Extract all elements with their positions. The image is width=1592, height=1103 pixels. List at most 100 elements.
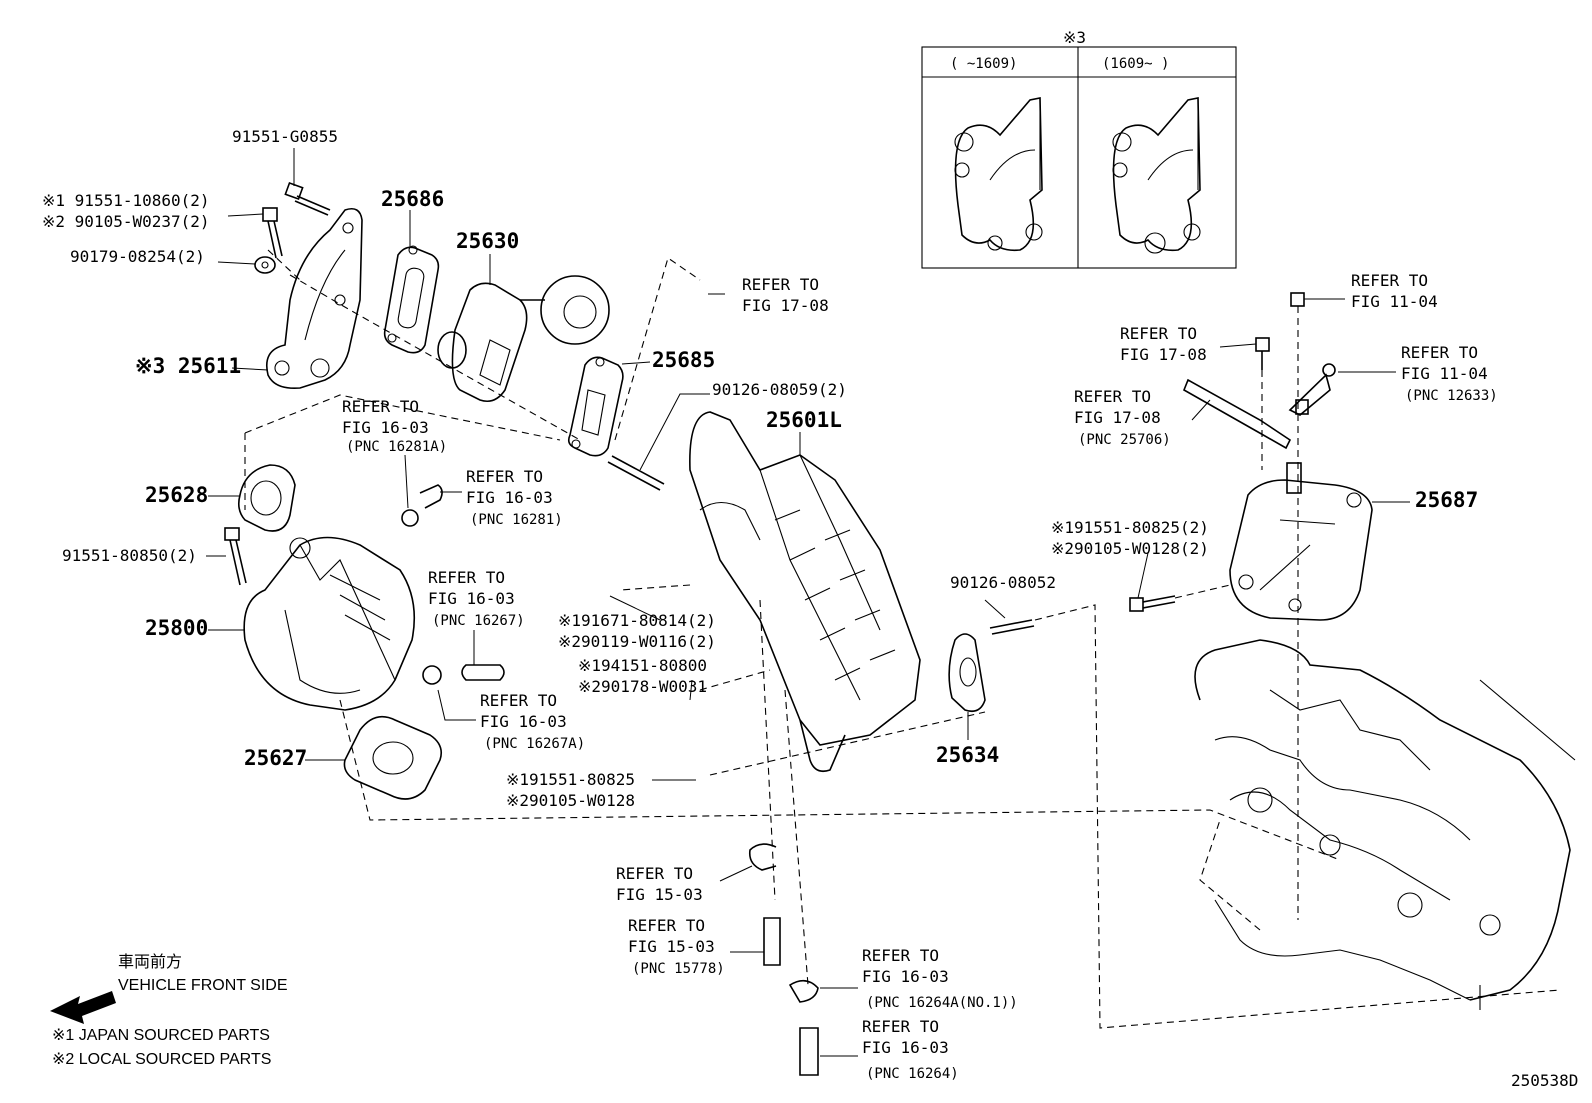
- pn-12633: (PNC 12633): [1405, 388, 1498, 404]
- pn-refer-16-03-c-line-1: FIG 16-03: [428, 589, 515, 608]
- engine-block-outline: [1194, 639, 1571, 1010]
- pn-refer-17-08-c: REFER TO FIG 17-08: [1074, 387, 1161, 427]
- pn-refer-17-08-b-line-0: REFER TO: [1120, 324, 1197, 343]
- pn-25628-line-0: 25628: [145, 483, 208, 507]
- pn-91551-80850: 91551-80850(2): [62, 546, 197, 565]
- pn-refer-17-08-a-line-0: REFER TO: [742, 275, 819, 294]
- pn-16281-line-0: (PNC 16281): [470, 512, 563, 528]
- pn-90179-08254-line-0: 90179-08254(2): [70, 247, 205, 266]
- pn-16264: (PNC 16264): [866, 1066, 959, 1082]
- pn-191551-b-line-0: ※191551-80825: [506, 770, 635, 789]
- pn-25800-line-0: 25800: [145, 616, 208, 640]
- dashed-guides: [244, 249, 1576, 1029]
- pn-25685: 25685: [652, 348, 715, 372]
- pn-91551-G0855-line-0: 91551-G0855: [232, 127, 338, 146]
- pn-25706: (PNC 25706): [1078, 432, 1171, 448]
- pn-refer-11-04-a-line-1: FIG 11-04: [1351, 292, 1438, 311]
- gasket-25628: [238, 464, 296, 532]
- flange-25611: [266, 207, 363, 390]
- hose-16267: [422, 664, 505, 685]
- pn-refer-11-04-b-line-0: REFER TO: [1401, 343, 1478, 362]
- pn-25611-line-0: ※3 25611: [135, 354, 241, 378]
- pn-25706-line-0: (PNC 25706): [1078, 432, 1171, 448]
- pn-16267-line-0: (PNC 16267): [432, 613, 525, 629]
- pn-191671-line-0: ※191671-80814(2): [558, 611, 716, 630]
- throttle-body-25800: [243, 536, 416, 711]
- pn-91551-10860-line-1: ※2 90105-W0237(2): [42, 212, 210, 231]
- pn-refer-11-04-b: REFER TO FIG 11-04: [1401, 343, 1488, 383]
- pn-refer-15-03-b-line-0: REFER TO: [628, 916, 705, 935]
- pn-refer-17-08-b-line-1: FIG 17-08: [1120, 345, 1207, 364]
- pn-91551-10860-line-0: ※1 91551-10860(2): [42, 191, 210, 210]
- bolts-upper-right: [1255, 292, 1305, 370]
- pn-25800: 25800: [145, 616, 208, 640]
- pn-16267A: (PNC 16267A): [484, 736, 585, 752]
- inset-note-mark: ※3: [1063, 28, 1086, 47]
- pn-refer-16-03-d-line-1: FIG 16-03: [480, 712, 567, 731]
- pn-refer-15-03-a: REFER TO FIG 15-03: [616, 864, 703, 904]
- pn-16281A-line-0: (PNC 16281A): [346, 439, 447, 455]
- pn-16264-line-0: (PNC 16264): [866, 1066, 959, 1082]
- pn-25611: ※3 25611: [135, 354, 241, 378]
- pn-194151: ※194151-80800※290178-W0031: [578, 656, 707, 696]
- pn-91551-10860: ※1 91551-10860(2) ※2 90105-W0237(2): [42, 191, 210, 231]
- pn-refer-16-03-b-line-0: REFER TO: [466, 467, 543, 486]
- pn-16264A-line-0: (PNC 16264A(NO.1)): [866, 995, 1018, 1011]
- variant-late-drawing: [1112, 97, 1201, 254]
- pn-16267A-line-0: (PNC 16267A): [484, 736, 585, 752]
- pn-refer-15-03-b: REFER TO FIG 15-03: [628, 916, 715, 956]
- bolt-91551-80850: [224, 527, 247, 586]
- bolt-91551-10860: [262, 207, 283, 259]
- pn-25601L-line-0: 25601L: [766, 408, 842, 432]
- variant-early-drawing: [954, 97, 1043, 252]
- bracket-25706: [1182, 363, 1336, 450]
- gasket-25685: [568, 356, 624, 457]
- pn-25630-line-0: 25630: [456, 229, 519, 253]
- pn-25627-line-0: 25627: [244, 746, 307, 770]
- pn-refer-17-08-a-line-1: FIG 17-08: [742, 296, 829, 315]
- pn-25634: 25634: [936, 743, 999, 767]
- pn-90126-08059: 90126-08059(2): [712, 380, 847, 399]
- bolt-191551-80825-right: [1129, 595, 1176, 612]
- legend: 車両前方 VEHICLE FRONT SIDE ※1 JAPAN SOURCED…: [50, 953, 288, 1068]
- pn-25685-line-0: 25685: [652, 348, 715, 372]
- stud-90126-08052: [989, 619, 1035, 635]
- pn-90179-08254: 90179-08254(2): [70, 247, 205, 266]
- pn-refer-16-03-e-line-1: FIG 16-03: [862, 967, 949, 986]
- pn-191671: ※191671-80814(2) ※290119-W0116(2): [558, 611, 716, 651]
- pn-194151-line-0: ※194151-80800: [578, 656, 707, 675]
- pn-refer-11-04-b-line-1: FIG 11-04: [1401, 364, 1488, 383]
- pn-refer-17-08-b: REFER TO FIG 17-08: [1120, 324, 1207, 364]
- pn-191551-a: ※191551-80825(2)※290105-W0128(2): [1051, 518, 1209, 558]
- pn-25687-line-0: 25687: [1415, 488, 1478, 512]
- pn-25686-line-0: 25686: [381, 187, 444, 211]
- pn-191551-b: ※191551-80825※290105-W0128: [506, 770, 635, 810]
- pn-191671-line-1: ※290119-W0116(2): [558, 632, 716, 651]
- pn-refer-17-08-c-line-0: REFER TO: [1074, 387, 1151, 406]
- pn-refer-15-03-a-line-0: REFER TO: [616, 864, 693, 883]
- variant-inset: ※3 ( ~1609) (1609~ ): [921, 28, 1237, 269]
- egr-cooler-25601L: [689, 411, 921, 773]
- note-local-sourced: ※2 LOCAL SOURCED PARTS: [52, 1051, 271, 1068]
- pn-25686: 25686: [381, 187, 444, 211]
- pn-refer-17-08-a: REFER TO FIG 17-08: [742, 275, 829, 315]
- pn-refer-16-03-a-line-1: FIG 16-03: [342, 418, 429, 437]
- part-labels: 91551-G0855 ※1 91551-10860(2) ※2 90105-W02…: [42, 127, 1498, 1082]
- pn-25687: 25687: [1415, 488, 1478, 512]
- front-label-ja: 車両前方: [118, 953, 182, 971]
- pn-refer-17-08-c-line-1: FIG 17-08: [1074, 408, 1161, 427]
- pn-91551-80850-line-0: 91551-80850(2): [62, 546, 197, 565]
- pn-25627: 25627: [244, 746, 307, 770]
- pn-refer-15-03-b-line-1: FIG 15-03: [628, 937, 715, 956]
- pn-refer-15-03-a-line-1: FIG 15-03: [616, 885, 703, 904]
- stud-90126-08059: [607, 455, 665, 491]
- pn-16267: (PNC 16267): [432, 613, 525, 629]
- pn-25630: 25630: [456, 229, 519, 253]
- pn-25628: 25628: [145, 483, 208, 507]
- inset-left-header: ( ~1609): [950, 56, 1017, 72]
